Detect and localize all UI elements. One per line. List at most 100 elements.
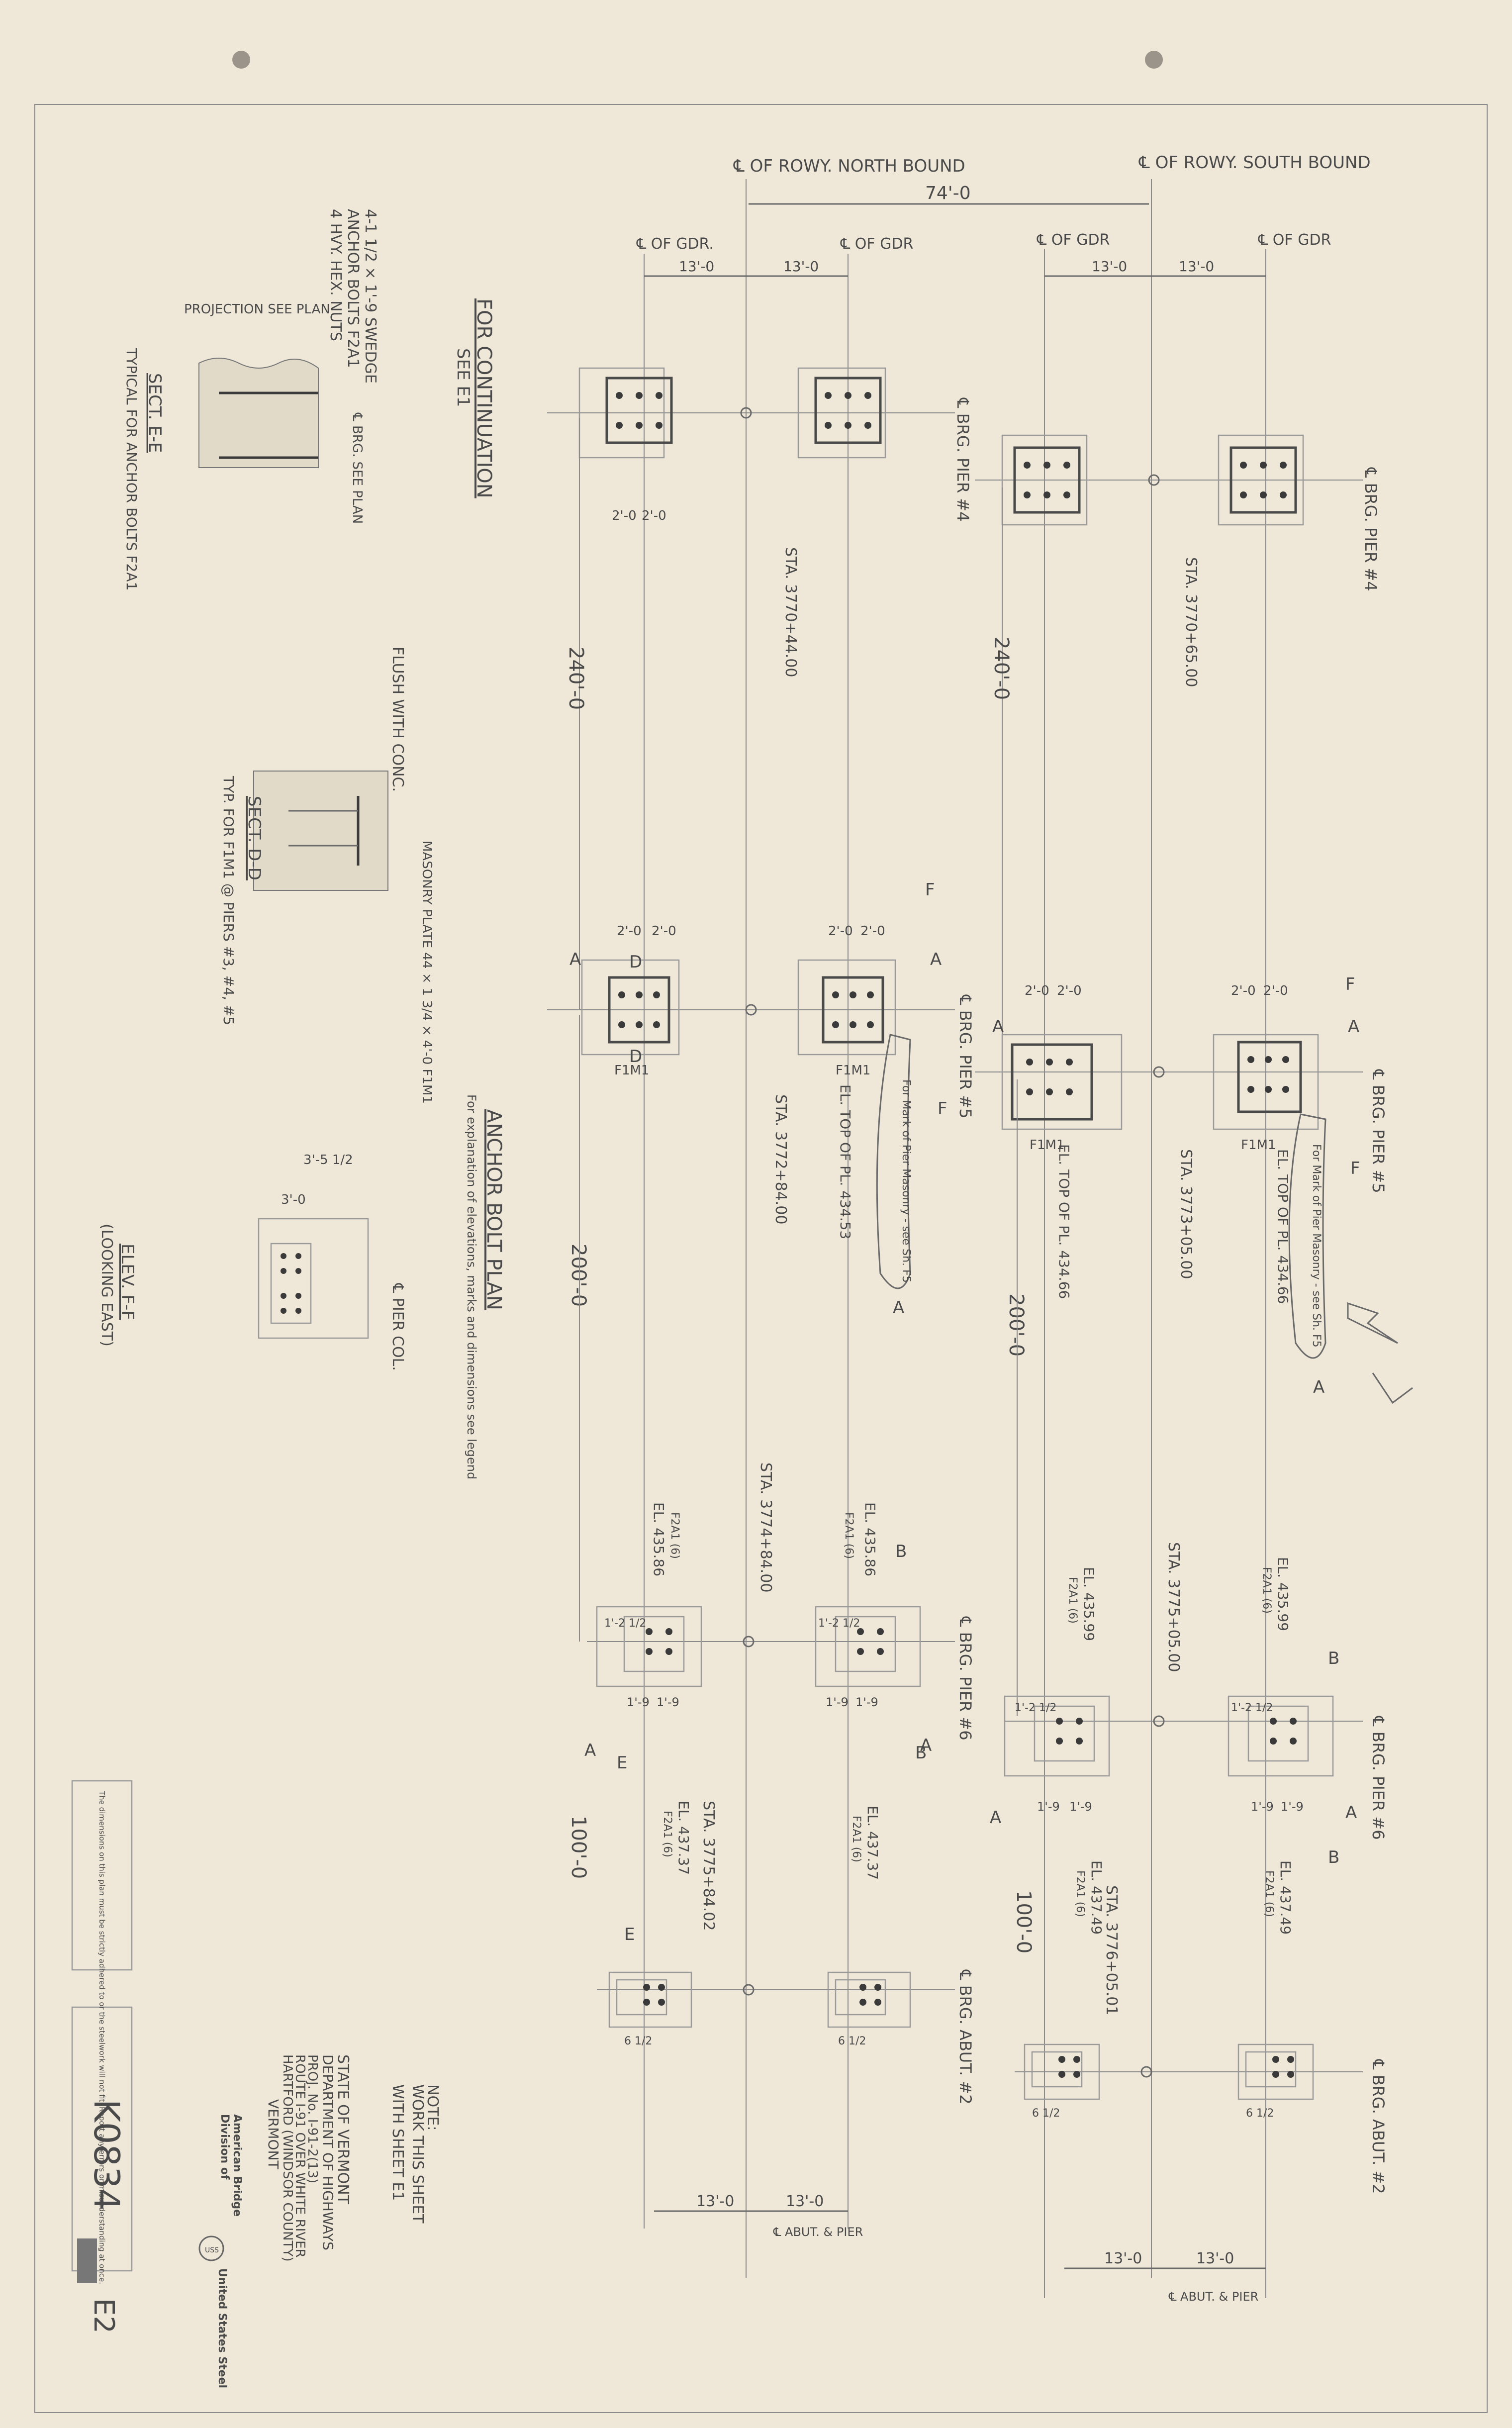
gdr-spacing: 13'-0	[679, 258, 714, 275]
abut2-sb-mark-l: F2A1 (6)	[1074, 1870, 1086, 1917]
pier6-nb-elev-r: EL. 435.86	[862, 1502, 878, 1576]
looking-east: (LOOKING EAST)	[98, 1224, 115, 1347]
pier6-dim: 1'-2 1/2	[1231, 1702, 1273, 1714]
north-arrow-icon	[1347, 1302, 1398, 1344]
abut2-sb-left-plate	[1024, 2043, 1100, 2100]
note-text: WITH SHEET E1	[389, 2084, 406, 2201]
elev-ff-detail	[258, 1218, 369, 1339]
elev-ff-title: ELEV. F-F	[117, 1244, 137, 1320]
pier5-sb-label: ℄ BRG. PIER #5	[1369, 1069, 1388, 1193]
span-200-sb: 200'-0	[1005, 1293, 1028, 1357]
sect-ee-detail	[198, 358, 319, 468]
pier5-dim: 2'-0	[617, 924, 642, 939]
cloud-note: For Mark of Pier Masonry - see Sh. F5	[1310, 1144, 1323, 1348]
pier5-sb-elev: EL. TOP OF PL. 434.66	[1056, 1144, 1072, 1299]
brg-see-plan: ℄ BRG. SEE PLAN	[350, 412, 365, 524]
pier6-nb-label: ℄ BRG. PIER #6	[956, 1616, 975, 1741]
section-marker-a: A	[920, 1736, 932, 1755]
span-100-nb: 100'-0	[567, 1816, 590, 1879]
pier5-station-point	[745, 1004, 757, 1016]
title-state: STATE OF VERMONT	[334, 2054, 352, 2205]
section-marker-f: F	[938, 1099, 947, 1119]
title-division: Division of	[218, 2114, 231, 2180]
pier4-sb-station: STA. 3770+65.00	[1182, 557, 1200, 687]
section-marker-d: D	[629, 952, 642, 972]
abut2-sb-mark-r: F2A1 (6)	[1263, 1870, 1275, 1917]
revision-table	[71, 2006, 133, 2272]
cloud-note: For Mark of Pier Masonry - see Sh. F5	[900, 1079, 912, 1283]
pier6-sb-elev-l: EL. 435.99	[1081, 1567, 1097, 1641]
section-marker-a: A	[569, 950, 581, 970]
sheet-bar	[77, 2238, 97, 2283]
section-marker-b: B	[1328, 1649, 1339, 1668]
gdr-label: ℄ OF GDR	[840, 235, 913, 253]
abut2-nb-label: ℄ BRG. ABUT. #2	[956, 1969, 975, 2105]
gdr-spacing: 13'-0	[1179, 258, 1214, 275]
bolts-desc: ANCHOR BOLTS F2A1	[344, 209, 362, 368]
pier4-sb-left-plate	[1001, 434, 1088, 526]
section-marker-b: B	[1328, 1847, 1339, 1867]
gdr-label: ℄ OF GDR	[1037, 231, 1110, 249]
pier4-nb-right-plate	[797, 367, 886, 459]
abut2-nb-left-plate	[608, 1971, 692, 2028]
pier6-sb-label: ℄ BRG. PIER #6	[1369, 1716, 1388, 1840]
anchor-bolt-plan-title: ANCHOR BOLT PLAN	[482, 1109, 505, 1310]
abut2-sb-station-point	[1140, 2066, 1152, 2078]
typical-anchor: TYPICAL FOR ANCHOR BOLTS F2A1	[123, 348, 140, 590]
pier4-sb-label: ℄ BRG. PIER #4	[1361, 467, 1380, 591]
pier6-sb-mark-r: F2A1 (6)	[1260, 1567, 1273, 1614]
pier5-sb-station-point	[1153, 1066, 1165, 1078]
note-label: NOTE:	[424, 2084, 441, 2131]
span-200-nb: 200'-0	[567, 1244, 590, 1307]
pier6-dim: 1'-9	[1069, 1800, 1092, 1814]
revision-cloud	[876, 1034, 911, 1289]
abut2-dim: 6 1/2	[1246, 2107, 1274, 2120]
abut2-dim: 6 1/2	[838, 2035, 866, 2047]
abut2-sb-elev-l: EL. 437.49	[1088, 1860, 1105, 1935]
pier6-dim: 1'-9	[1251, 1800, 1274, 1814]
for-continuation: FOR CONTINUATION	[472, 298, 495, 498]
pier6-nb-mark-r: F2A1 (6)	[843, 1512, 855, 1559]
bottom-gdr-spacing: 13'-0	[1104, 2250, 1142, 2267]
gdr-label: ℄ OF GDR	[1258, 231, 1331, 249]
bottom-gdr-spacing: 13'-0	[1196, 2250, 1234, 2267]
title-dept: DEPARTMENT OF HIGHWAYS	[320, 2054, 336, 2250]
dim-35: 3'-5 1/2	[303, 1153, 353, 1167]
gdr-spacing: 13'-0	[1092, 258, 1127, 275]
pier6-nb-elev-l: EL. 435.86	[651, 1502, 667, 1576]
pier6-sb-left-plate	[1004, 1695, 1110, 1777]
abut-pier-label: ℄ ABUT. & PIER	[773, 2225, 863, 2239]
pier5-nb-station: STA. 3772+84.00	[772, 1094, 789, 1224]
pier6-sb-station: STA. 3775+05.00	[1165, 1542, 1182, 1672]
pier6-dim: 1'-2 1/2	[604, 1617, 646, 1630]
section-marker-a: A	[990, 1808, 1001, 1828]
pier4-sb-station-point	[1148, 474, 1160, 486]
pier6-sb-station-point	[1153, 1715, 1165, 1727]
pier4-dim: 2'-0	[642, 508, 666, 523]
north-arrow-icon	[1372, 1372, 1413, 1404]
abut2-nb-station: STA. 3775+84.02	[700, 1801, 717, 1931]
pier5-nb-left-plate	[581, 959, 680, 1056]
section-marker-f: F	[925, 880, 935, 900]
mark-f1m1: F1M1	[1030, 1138, 1064, 1153]
uss-logo	[198, 2235, 224, 2261]
contract-number: K0834	[86, 2099, 127, 2211]
bottom-gdr-spacing: 13'-0	[786, 2193, 824, 2210]
pier6-dim: 1'-9	[1281, 1800, 1304, 1814]
bottom-gdr-spacing: 13'-0	[696, 2193, 734, 2210]
abut2-sb-station: STA. 3776+05.01	[1103, 1885, 1120, 2015]
sheet-border	[34, 104, 1488, 2413]
projection-label: PROJECTION SEE PLAN	[184, 302, 330, 317]
sect-dd-title: SECT. D-D	[244, 796, 264, 880]
pier5-sb-right-plate	[1213, 1034, 1319, 1130]
span-240-nb: 240'-0	[565, 647, 587, 710]
flush-label: FLUSH WITH CONC.	[389, 647, 406, 792]
pier6-dim: 1'-9	[826, 1695, 849, 1709]
pier6-dim: 1'-9	[1037, 1800, 1060, 1814]
mark-f1m1: F1M1	[614, 1063, 649, 1078]
pier5-sb-left-plate	[1001, 1034, 1123, 1130]
pier6-sb-elev-r: EL. 435.99	[1275, 1557, 1291, 1631]
abut2-nb-elev-l: EL. 437.37	[675, 1801, 692, 1875]
pier4-nb-label: ℄ BRG. PIER #4	[953, 397, 972, 522]
